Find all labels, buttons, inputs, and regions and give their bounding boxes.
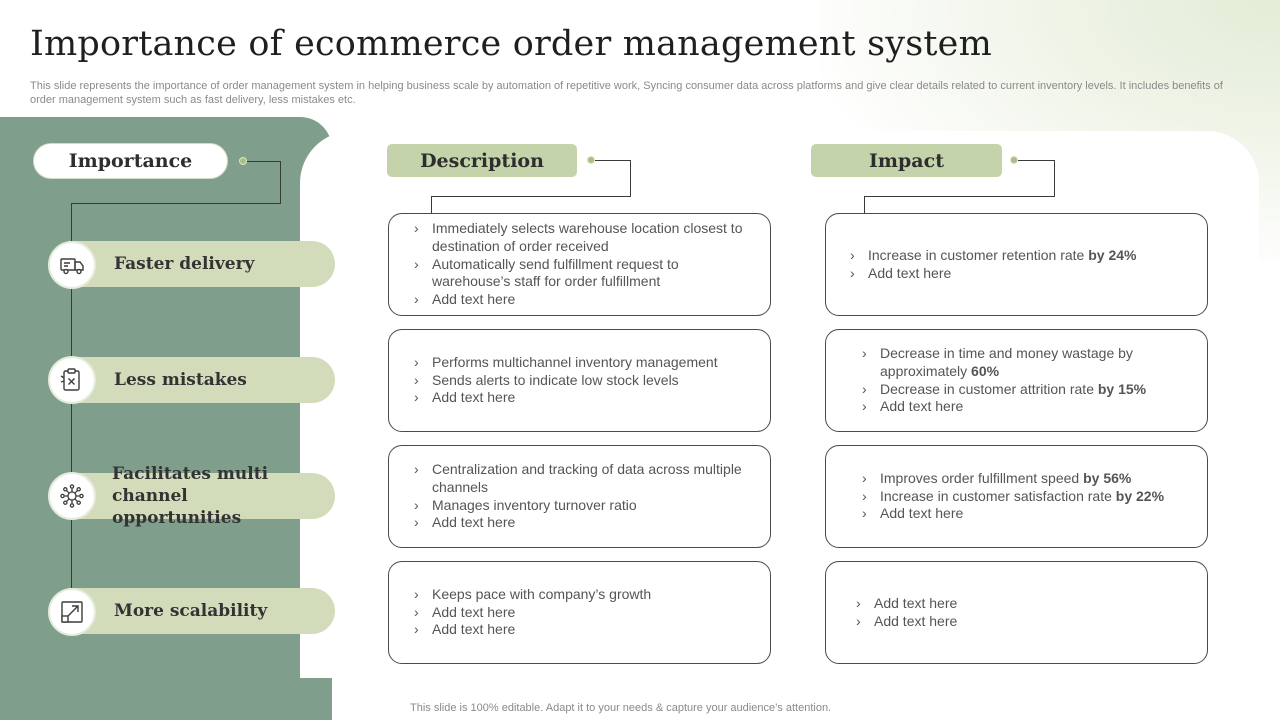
importance-timeline bbox=[71, 203, 72, 611]
importance-item-faster-delivery: Faster delivery bbox=[68, 241, 335, 287]
description-item: Add text here bbox=[414, 514, 760, 532]
clipboard-error-icon bbox=[48, 356, 96, 404]
impact-item: Decrease in customer attrition rate by 1… bbox=[862, 381, 1197, 399]
importance-item-more-scalability: More scalability bbox=[68, 588, 335, 634]
slide-subtitle: This slide represents the importance of … bbox=[30, 80, 1223, 106]
description-box-more-scalability: Keeps pace with company’s growth Add tex… bbox=[388, 561, 771, 664]
description-connector bbox=[431, 196, 631, 197]
impact-connector bbox=[1054, 160, 1055, 197]
impact-connector bbox=[864, 196, 1055, 197]
description-item: Add text here bbox=[414, 604, 760, 622]
impact-item: Increase in customer satisfaction rate b… bbox=[862, 488, 1197, 506]
importance-item-label: Facilitates multi channel opportunities bbox=[112, 464, 269, 528]
importance-connector-dot bbox=[239, 157, 247, 165]
importance-connector bbox=[71, 203, 281, 204]
impact-item: Improves order fulfillment speed by 56% bbox=[862, 470, 1197, 488]
importance-connector bbox=[280, 161, 281, 204]
description-connector bbox=[431, 196, 432, 214]
impact-item: Add text here bbox=[862, 505, 1197, 523]
impact-connector bbox=[1018, 160, 1055, 161]
description-connector bbox=[595, 160, 631, 161]
description-item: Sends alerts to indicate low stock level… bbox=[414, 372, 760, 390]
importance-item-label: More scalability bbox=[114, 601, 268, 621]
importance-item-label: Faster delivery bbox=[114, 254, 255, 274]
delivery-truck-icon bbox=[48, 241, 96, 289]
description-box-faster-delivery: Immediately selects warehouse location c… bbox=[388, 213, 771, 316]
description-item: Add text here bbox=[414, 389, 760, 407]
description-header: Description bbox=[387, 144, 577, 177]
description-item: Add text here bbox=[414, 291, 760, 309]
importance-item-less-mistakes: Less mistakes bbox=[68, 357, 335, 403]
importance-header: Importance bbox=[33, 143, 228, 179]
description-box-multi-channel: Centralization and tracking of data acro… bbox=[388, 445, 771, 548]
impact-connector-dot bbox=[1010, 156, 1018, 164]
description-connector bbox=[630, 160, 631, 197]
impact-item: Add text here bbox=[862, 398, 1197, 416]
impact-item: Decrease in time and money wastage by ap… bbox=[862, 345, 1197, 380]
description-item: Keeps pace with company’s growth bbox=[414, 586, 760, 604]
slide-footer: This slide is 100% editable. Adapt it to… bbox=[410, 702, 832, 714]
impact-box-less-mistakes: Decrease in time and money wastage by ap… bbox=[825, 329, 1208, 432]
importance-item-label: Less mistakes bbox=[114, 370, 247, 390]
description-box-less-mistakes: Performs multichannel inventory manageme… bbox=[388, 329, 771, 432]
description-item: Manages inventory turnover ratio bbox=[414, 497, 760, 515]
description-item: Immediately selects warehouse location c… bbox=[414, 220, 760, 255]
description-item: Centralization and tracking of data acro… bbox=[414, 461, 760, 496]
impact-item: Add text here bbox=[856, 595, 1197, 613]
slide-title: Importance of ecommerce order management… bbox=[30, 24, 992, 64]
importance-connector bbox=[247, 161, 281, 162]
description-item: Automatically send fulfillment request t… bbox=[414, 256, 760, 291]
network-hub-icon bbox=[48, 472, 96, 520]
impact-box-multi-channel: Improves order fulfillment speed by 56% … bbox=[825, 445, 1208, 548]
impact-box-faster-delivery: Increase in customer retention rate by 2… bbox=[825, 213, 1208, 316]
scale-up-icon bbox=[48, 588, 96, 636]
impact-item: Add text here bbox=[850, 265, 1197, 283]
impact-box-more-scalability: Add text here Add text here bbox=[825, 561, 1208, 664]
impact-connector bbox=[864, 196, 865, 214]
description-item: Add text here bbox=[414, 621, 760, 639]
description-connector-dot bbox=[587, 156, 595, 164]
impact-header: Impact bbox=[811, 144, 1002, 177]
importance-item-multi-channel: Facilitates multi channel opportunities bbox=[68, 464, 335, 528]
impact-item: Add text here bbox=[856, 613, 1197, 631]
description-item: Performs multichannel inventory manageme… bbox=[414, 354, 760, 372]
impact-item: Increase in customer retention rate by 2… bbox=[850, 247, 1197, 265]
